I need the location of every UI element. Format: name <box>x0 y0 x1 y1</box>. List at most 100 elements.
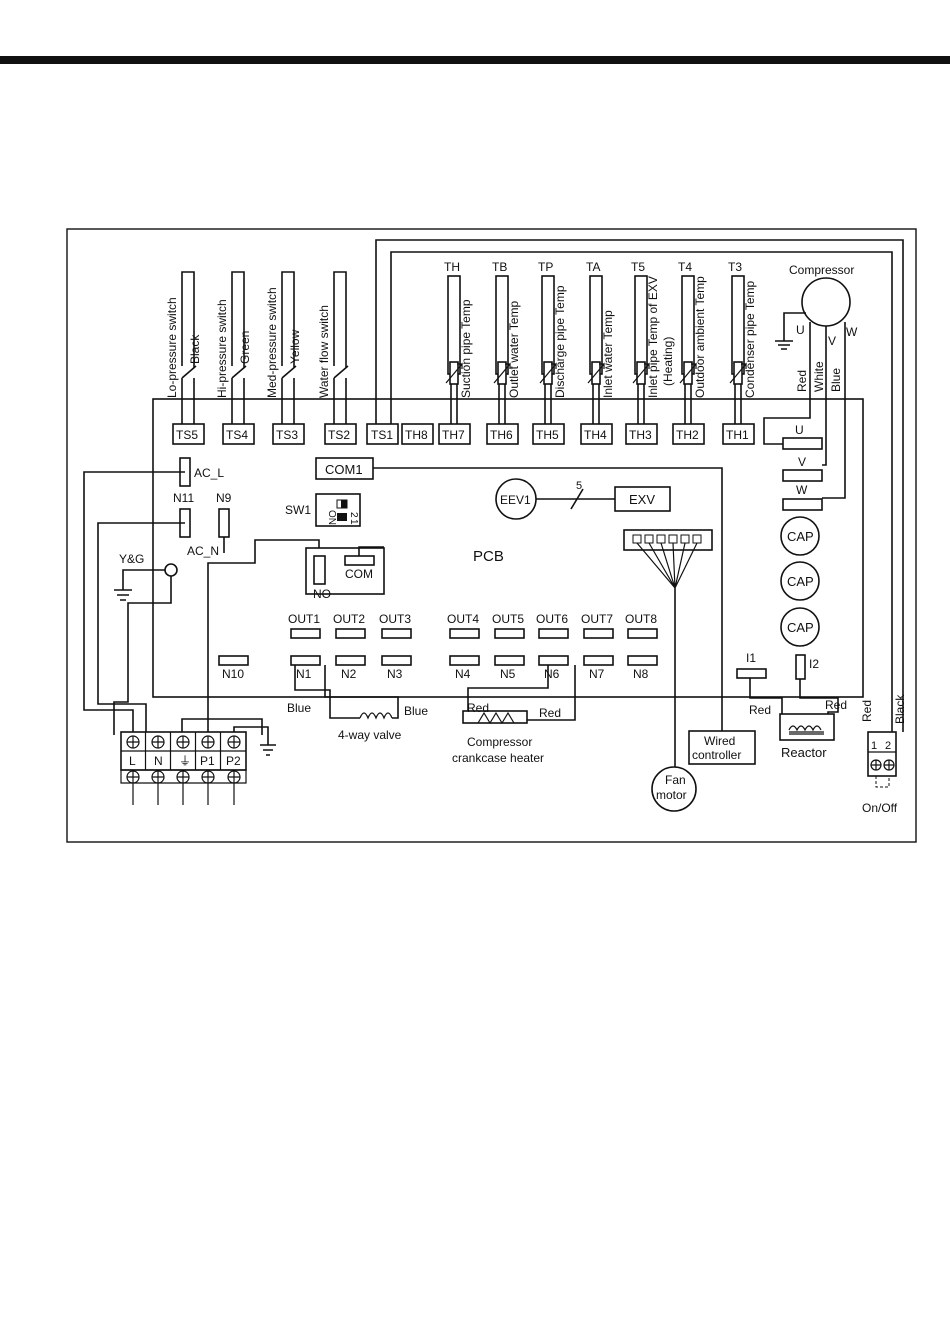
relay-no-label: NO <box>313 587 331 601</box>
sensor-code: T3 <box>728 260 742 274</box>
i2-terminal <box>795 654 806 680</box>
n10-label: N10 <box>222 667 244 681</box>
terminal-th1 <box>722 423 755 445</box>
onoff-pin-2: 2 <box>885 740 891 752</box>
n-label: N6 <box>544 667 560 681</box>
n-label: N7 <box>589 667 605 681</box>
onoff-terminal <box>867 731 897 777</box>
terminal-th8 <box>401 423 434 445</box>
onoff-wire-red: Red <box>860 700 874 722</box>
terminal-ts5 <box>172 423 205 445</box>
compressor-wire-white: White <box>812 361 826 392</box>
terminal-label: TS4 <box>226 428 248 442</box>
terminal-label: TH3 <box>629 428 652 442</box>
output-label: OUT3 <box>379 612 411 626</box>
valve-label: 4-way valve <box>338 728 402 742</box>
onoff-label: On/Off <box>862 801 898 815</box>
output-label: OUT7 <box>581 612 613 626</box>
terminal-block-1: L <box>126 732 147 805</box>
terminal-label: TH1 <box>726 428 749 442</box>
switch-wire-color: Yellow <box>288 329 302 364</box>
output-label: OUT4 <box>447 612 479 626</box>
onoff-pin-1: 1 <box>871 740 877 752</box>
switch-name: Hi-pressure switch <box>215 299 229 398</box>
n-label: N3 <box>387 667 403 681</box>
sensor-name: Discharge pipe Temp <box>553 285 567 398</box>
n9-label: N9 <box>216 491 232 505</box>
terminal-block-label: L <box>129 754 136 768</box>
eev-wire-count: 5 <box>576 480 582 492</box>
terminal-label: TH2 <box>676 428 699 442</box>
pcb-label: PCB <box>473 548 504 565</box>
n10-terminal <box>218 655 249 666</box>
sw1-label: SW1 <box>285 503 311 517</box>
sensor-code: TB <box>492 260 507 274</box>
terminal-ts4 <box>222 423 255 445</box>
relay-com-label: COM <box>345 567 373 581</box>
terminal-th7 <box>438 423 471 445</box>
terminal-v-label: V <box>798 455 806 469</box>
compressor-label: Compressor <box>789 263 854 277</box>
terminal-label: TH7 <box>442 428 465 442</box>
output-label: OUT6 <box>536 612 568 626</box>
heater-wire-right: Red <box>539 706 561 720</box>
cap-3: CAP <box>780 607 820 647</box>
terminal-ts1 <box>366 423 399 445</box>
diagram-frame <box>66 228 917 843</box>
wired-label-2: controller <box>692 748 741 762</box>
eev1-label: EEV1 <box>500 493 531 507</box>
terminal-block-label: N <box>154 754 163 768</box>
i1-label: I1 <box>746 651 756 665</box>
terminal-block-label: ⏚ <box>179 754 191 768</box>
ac-l-label: AC_L <box>194 466 224 480</box>
terminal-block-3: ⏚ <box>176 732 197 805</box>
valve-wire-right: Blue <box>404 704 428 718</box>
yg-terminal <box>164 563 178 577</box>
sensor-name-2: (Heating) <box>661 337 675 386</box>
terminal-block-4: P1 <box>200 732 222 805</box>
terminal-block-5: P2 <box>226 735 241 805</box>
reactor-wire-left: Red <box>749 703 771 717</box>
sw1-on-label: ON <box>326 510 337 525</box>
relay-no-terminal <box>313 555 326 585</box>
sensor-name: Inlet water Temp <box>601 310 615 398</box>
sensor-name: Condenser pipe Temp <box>743 280 757 398</box>
valve-wire-left: Blue <box>287 701 311 715</box>
sensor-code: TP <box>538 260 553 274</box>
cap-2-label: CAP <box>787 574 814 589</box>
fan-label-2: motor <box>656 788 687 802</box>
relay-com-terminal <box>344 555 375 566</box>
sw1-1-label: 1 <box>348 519 359 525</box>
heater-label-2: crankcase heater <box>452 751 544 765</box>
com1-label: COM1 <box>325 462 363 477</box>
switch-name: Water flow switch <box>317 305 331 398</box>
heater-wire-left: Red <box>467 701 489 715</box>
sensor-code: T4 <box>678 260 692 274</box>
sensor-name: Outdoor ambient Temp <box>693 276 707 398</box>
yg-label: Y&G <box>119 552 144 566</box>
n-label: N4 <box>455 667 471 681</box>
output-label: OUT5 <box>492 612 524 626</box>
output-label: OUT8 <box>625 612 657 626</box>
fan-label-1: Fan <box>665 773 686 787</box>
header-bar <box>0 56 950 64</box>
terminal-u <box>782 437 823 450</box>
exv <box>614 486 671 512</box>
fan-motor <box>651 766 697 812</box>
terminal-ts3 <box>272 423 305 445</box>
